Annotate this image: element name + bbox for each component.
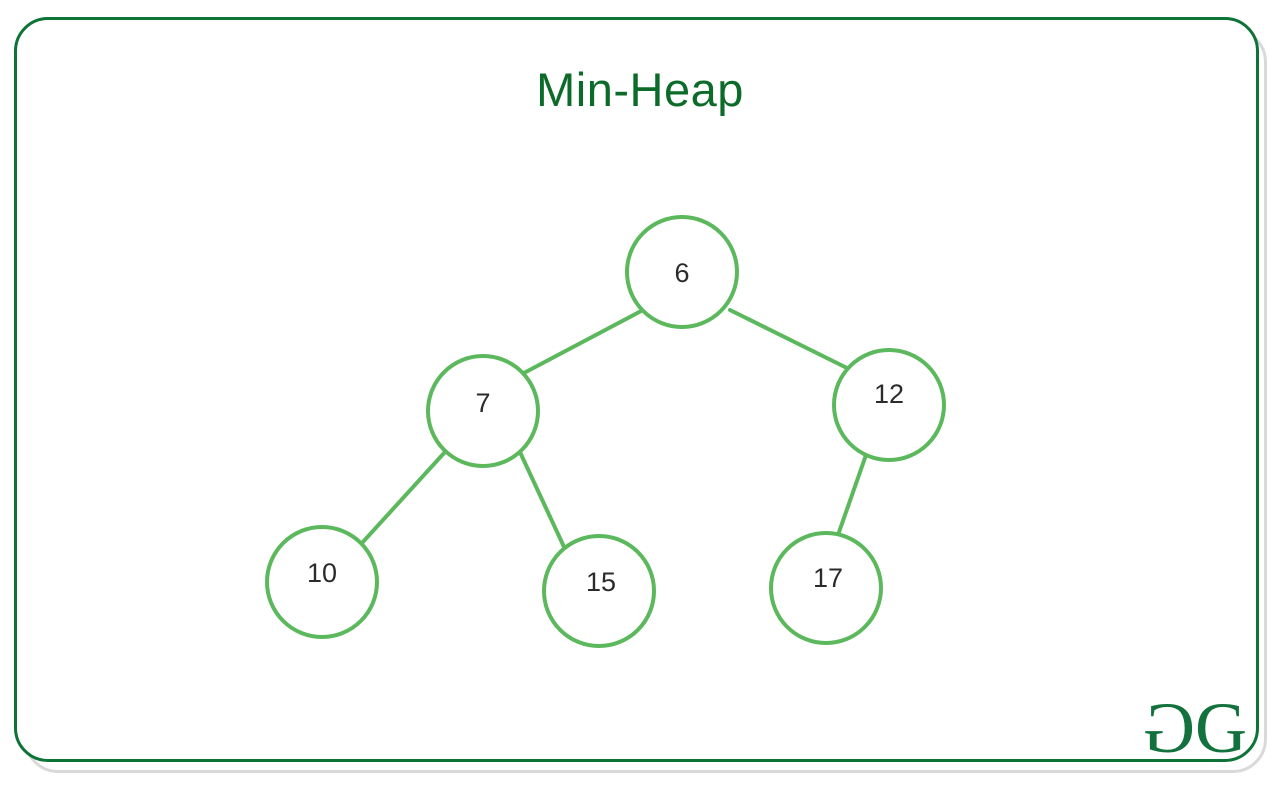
node-circle (832, 348, 946, 462)
tree-node-leaf-15[interactable]: 15 (542, 534, 656, 648)
node-label: 17 (813, 563, 843, 593)
node-circle (542, 534, 656, 648)
edge-12-17 (836, 453, 868, 537)
tree-nodes: 6 7 12 10 15 17 (265, 215, 946, 648)
node-circle (769, 531, 883, 645)
tree-node-left[interactable]: 7 (426, 354, 540, 468)
tree-node-leaf-10[interactable]: 10 (265, 525, 379, 639)
edge-7-15 (517, 448, 567, 551)
node-circle (625, 215, 739, 329)
geeksforgeeks-logo: GG (1146, 688, 1247, 768)
tree-node-right[interactable]: 12 (832, 348, 946, 462)
node-circle (265, 525, 379, 639)
edge-6-7 (520, 308, 645, 376)
slide-frame-border (14, 17, 1259, 762)
node-label: 12 (874, 379, 904, 409)
node-label: 6 (674, 258, 689, 288)
node-label: 10 (307, 558, 337, 588)
edge-6-12 (728, 308, 851, 371)
page-title: Min-Heap (536, 63, 744, 116)
tree-node-root[interactable]: 6 (625, 215, 739, 329)
edge-7-10 (360, 450, 447, 545)
tree-node-leaf-17[interactable]: 17 (769, 531, 883, 645)
node-label: 7 (475, 388, 490, 418)
node-label: 15 (586, 567, 616, 597)
logo-mirrored-g-icon: G (1146, 688, 1195, 768)
tree-edges (360, 308, 868, 551)
logo-g-icon: G (1195, 688, 1247, 768)
node-circle (426, 354, 540, 468)
